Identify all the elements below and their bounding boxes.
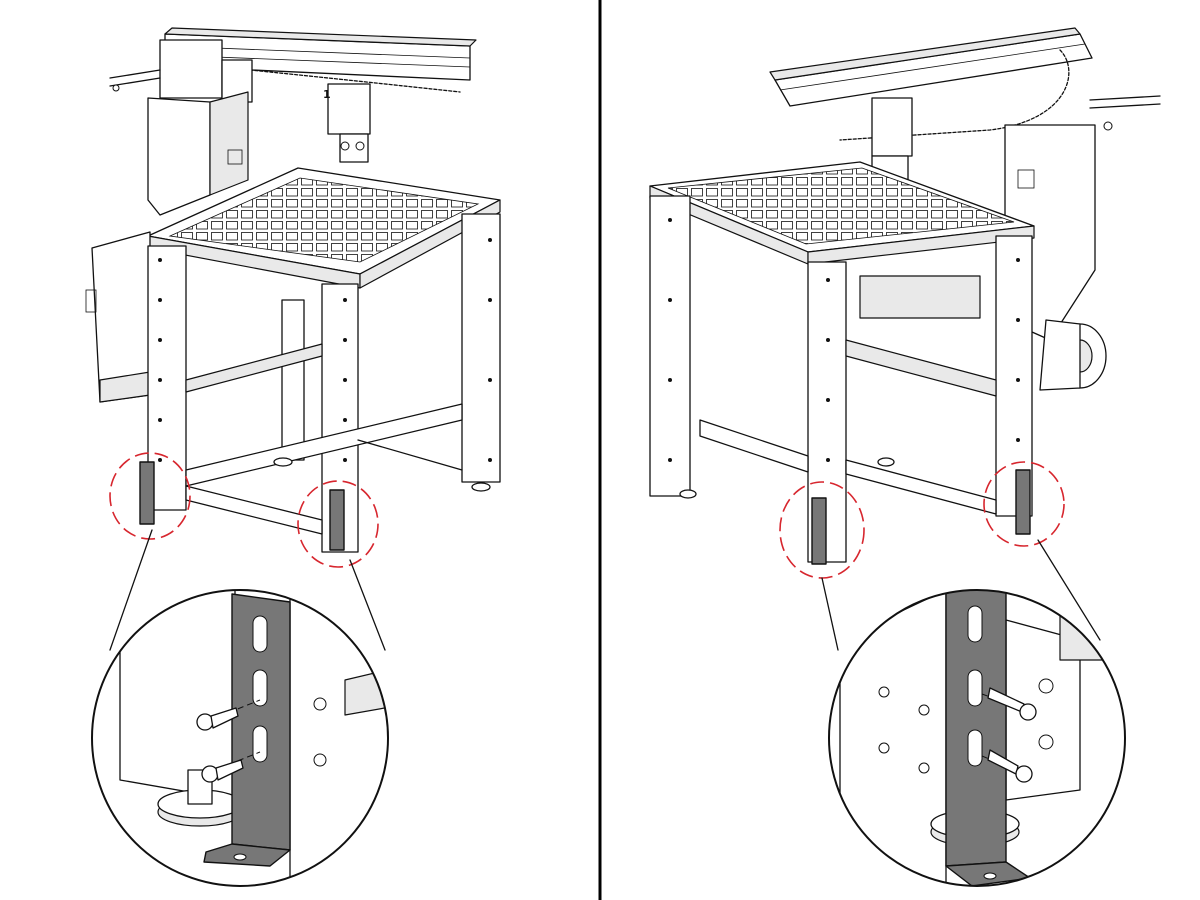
screw-icon (987, 687, 1037, 721)
callout-circle-left-2 (297, 480, 379, 568)
left-machine-view: 1 (85, 27, 501, 553)
screw-icon (196, 707, 239, 731)
right-detail-zoom (828, 589, 1126, 887)
screw-icon (201, 759, 244, 783)
right-machine-view (649, 27, 1161, 565)
left-detail-zoom (91, 589, 389, 887)
callout-circle-right-2 (983, 461, 1065, 547)
callout-label: 1 (323, 88, 331, 101)
screw-icon (987, 749, 1033, 783)
callout-circle-left-1 (109, 452, 191, 540)
